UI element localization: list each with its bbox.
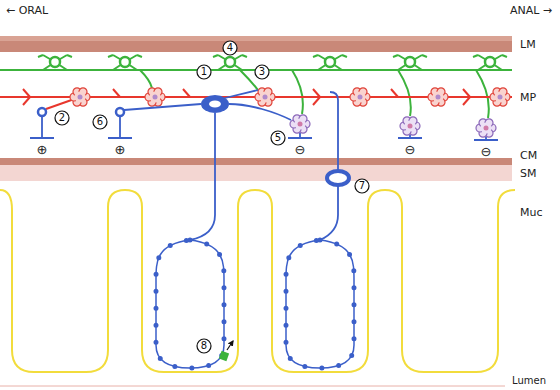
longitudinal-muscle bbox=[0, 36, 512, 52]
inhibitory-neurons bbox=[290, 115, 310, 133]
callout-number: 7 bbox=[354, 178, 370, 194]
callout-circle bbox=[55, 111, 69, 125]
inhibitory-sign: ⊖ bbox=[405, 143, 416, 156]
callout-number: 2 bbox=[54, 110, 70, 126]
callout-circle bbox=[271, 131, 285, 145]
blue-neuron-bodies bbox=[327, 171, 349, 185]
callout-text: 8 bbox=[196, 338, 212, 351]
red-neurons bbox=[70, 88, 90, 106]
red-neurons bbox=[145, 88, 165, 106]
layer-label: LM bbox=[520, 39, 536, 50]
direction-label: ← ORAL bbox=[6, 5, 48, 16]
callout-text: 7 bbox=[354, 178, 370, 191]
inhibitory-axon bbox=[398, 135, 422, 138]
callout-circle bbox=[355, 179, 369, 193]
green-neurons bbox=[38, 55, 507, 70]
circular-muscle bbox=[0, 158, 512, 165]
inhibitory-axon bbox=[474, 137, 498, 140]
callout-text: 2 bbox=[54, 110, 70, 123]
inhibitory-axon bbox=[288, 133, 312, 138]
callout-text: 4 bbox=[222, 40, 238, 53]
enteroendocrine-cell bbox=[219, 341, 233, 361]
green-fibre bbox=[140, 70, 489, 118]
inhibitory-sign: ⊖ bbox=[481, 145, 492, 158]
callout-number: 1 bbox=[196, 64, 212, 80]
red-neurons bbox=[350, 88, 370, 106]
blue-axon bbox=[108, 116, 132, 138]
callout-number: 3 bbox=[254, 64, 270, 80]
green-neurons bbox=[473, 55, 507, 70]
callout-circle bbox=[197, 339, 211, 353]
sensory-endings bbox=[286, 240, 354, 368]
excitatory-sign: ⊕ bbox=[115, 143, 126, 156]
sensory-endings bbox=[156, 240, 224, 368]
green-neurons bbox=[38, 55, 72, 70]
direction-label: ANAL → bbox=[510, 5, 552, 16]
green-neurons bbox=[313, 55, 347, 70]
blue-axon bbox=[320, 92, 338, 240]
blue-neuron-bodies bbox=[38, 95, 349, 185]
longitudinal-muscle bbox=[0, 36, 512, 41]
callout-circle bbox=[197, 65, 211, 79]
red-neurons bbox=[490, 88, 510, 106]
blue-axon bbox=[30, 116, 54, 138]
callout-number: 8 bbox=[196, 338, 212, 354]
red-neurons bbox=[428, 88, 448, 106]
red-neurons bbox=[70, 88, 510, 106]
blue-neuron-bodies bbox=[116, 108, 124, 116]
layer-label: MP bbox=[520, 92, 536, 103]
callout-text: 3 bbox=[254, 64, 270, 77]
callout-text: 5 bbox=[270, 130, 286, 143]
inhibitory-axon bbox=[288, 133, 498, 140]
blue-neuron-bodies bbox=[38, 108, 46, 116]
layer-label: Lumen bbox=[512, 376, 546, 386]
submucosa bbox=[0, 165, 512, 181]
excitatory-sign: ⊕ bbox=[37, 143, 48, 156]
callout-text: 1 bbox=[196, 64, 212, 77]
mucosa-outline bbox=[0, 190, 515, 372]
callout-number: 4 bbox=[222, 40, 238, 56]
callout-number: 5 bbox=[270, 130, 286, 146]
blue-axon bbox=[124, 104, 201, 110]
sensory-endings bbox=[156, 240, 224, 368]
blue-axon bbox=[225, 90, 258, 98]
inhibitory-neurons bbox=[476, 119, 496, 137]
blue-axon bbox=[190, 113, 215, 240]
sensory-endings bbox=[156, 240, 354, 368]
inhibitory-neurons bbox=[290, 115, 496, 137]
green-neurons bbox=[393, 55, 427, 70]
inhibitory-sign: ⊖ bbox=[295, 143, 306, 156]
green-neurons bbox=[213, 55, 247, 70]
sensory-endings bbox=[286, 240, 354, 368]
blue-axon bbox=[229, 104, 291, 120]
lumen-line bbox=[0, 386, 505, 387]
callout-number: 6 bbox=[92, 114, 108, 130]
blue-neuron-bodies bbox=[201, 95, 229, 113]
inhibitory-neurons bbox=[400, 117, 420, 135]
enteroendocrine-cell bbox=[227, 341, 233, 350]
callout-circle bbox=[255, 65, 269, 79]
layer-label: CM bbox=[520, 150, 537, 161]
callout-text: 6 bbox=[92, 114, 108, 127]
callout-circle bbox=[223, 41, 237, 55]
blue-axon bbox=[30, 90, 338, 240]
layer-label: SM bbox=[520, 168, 536, 179]
green-neurons bbox=[108, 55, 142, 70]
callout-circle bbox=[93, 115, 107, 129]
layer-label: Muc bbox=[520, 207, 543, 218]
blue-neuron-bodies bbox=[209, 101, 221, 108]
enteroendocrine-cell bbox=[219, 351, 229, 361]
